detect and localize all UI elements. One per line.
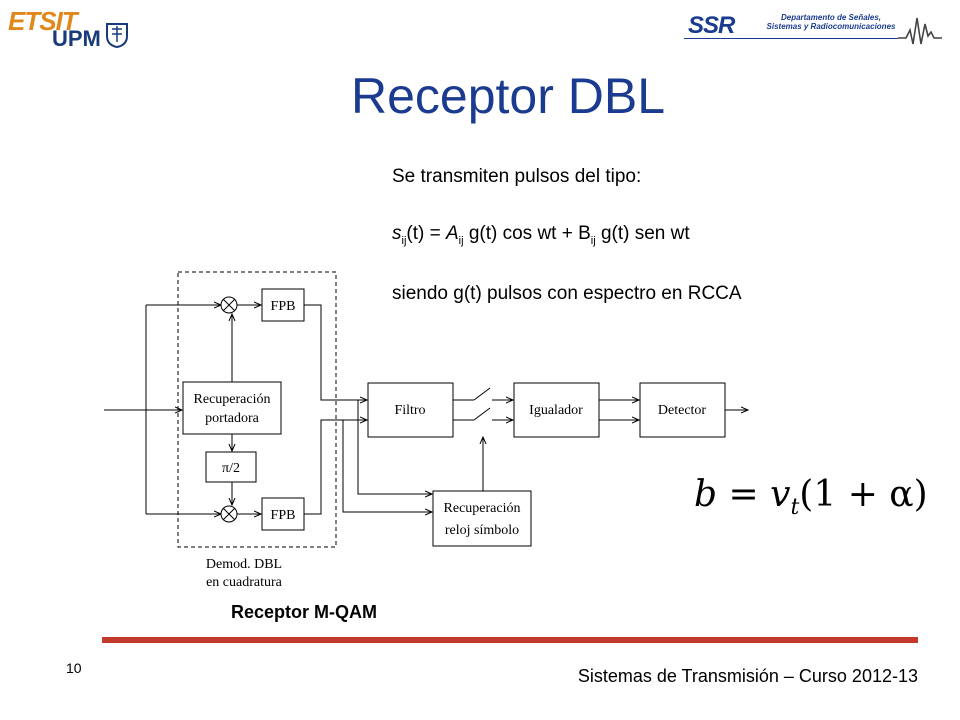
- fpb-top-to-filter: [304, 304, 367, 400]
- filter-to-clock-2: [342, 420, 432, 512]
- eq-equals: =: [717, 474, 771, 515]
- etsit-upm-logo: ETSIT UPM: [8, 6, 136, 51]
- department-name: Departamento de Señales, Sistemas y Radi…: [746, 13, 916, 31]
- formula-t: (t) =: [406, 223, 446, 244]
- signal-formula: sij(t) = Aij g(t) cos wt + Bij g(t) sen …: [392, 222, 690, 253]
- demod-label-2: en cuadratura: [206, 575, 283, 590]
- ssr-logo-rule: [684, 38, 898, 39]
- ssr-department-logo: SSR Departamento de Señales, Sistemas y …: [684, 8, 944, 48]
- formula-a-sub: ij: [458, 234, 464, 247]
- eq-rest: (1 + α): [799, 474, 928, 515]
- pi2-block: [205, 451, 257, 483]
- pulse-note: siendo g(t) pulsos con espectro en RCCA: [392, 283, 742, 304]
- eq-v-sub: t: [790, 495, 800, 521]
- formula-s-sub: ij: [401, 234, 407, 247]
- formula-g2: g(t) sen wt: [595, 223, 690, 244]
- fpb-top-block: [261, 288, 305, 322]
- detector-block: [639, 382, 726, 438]
- formula-s: s: [392, 223, 402, 244]
- equalizer-block: [513, 382, 600, 438]
- diagram-caption: Receptor M-QAM: [231, 602, 378, 622]
- carrier-recovery-block: [182, 381, 282, 435]
- department-line-2: Sistemas y Radiocomunicaciones: [766, 22, 896, 31]
- carrier-recovery-label-2: portadora: [205, 411, 259, 426]
- page-number: 10: [66, 660, 82, 676]
- etsit-logo-text: ETSIT: [8, 6, 78, 36]
- rolloff-equation: b = vt(1 + α): [694, 474, 928, 520]
- formula-g1: g(t) cos wt + B: [463, 223, 591, 244]
- clock-recovery-block: [432, 490, 532, 547]
- department-line-1: Departamento de Señales,: [780, 13, 882, 22]
- upm-crest-icon: [106, 23, 128, 48]
- eq-b: b: [694, 474, 718, 515]
- slide-title: Receptor DBL: [350, 68, 666, 124]
- ssr-logo-text: SSR: [688, 12, 735, 39]
- demod-label-1: Demod. DBL: [206, 557, 282, 572]
- upm-logo-text: UPM: [52, 26, 101, 51]
- detector-label: Detector: [658, 403, 707, 418]
- filter-to-clock-1: [357, 400, 432, 494]
- mixer-bottom: [220, 505, 238, 523]
- fpb-top-label: FPB: [271, 299, 296, 314]
- switch-bottom-blade: [473, 407, 491, 421]
- intro-text: Se transmiten pulsos del tipo:: [392, 166, 642, 187]
- fpb-bottom-label: FPB: [271, 508, 296, 523]
- carrier-recovery-label-1: Recuperación: [194, 392, 271, 407]
- clock-recovery-label-2: reloj símbolo: [445, 523, 519, 538]
- switch-top-blade: [473, 387, 491, 401]
- filter-block: [367, 382, 454, 438]
- mixer-top: [220, 296, 238, 314]
- equalizer-label: Igualador: [529, 403, 583, 418]
- pi2-label: π/2: [222, 461, 240, 476]
- formula-b-sub: ij: [590, 234, 596, 247]
- eq-v: v: [770, 474, 791, 515]
- signal-wave-icon: [898, 17, 942, 45]
- fpb-bottom-to-filter: [304, 420, 367, 515]
- clock-recovery-label-1: Recuperación: [444, 501, 521, 516]
- course-footer: Sistemas de Transmisión – Curso 2012-13: [577, 666, 918, 686]
- footer-rule: [102, 637, 918, 643]
- formula-a: A: [445, 223, 459, 244]
- filter-label: Filtro: [394, 403, 425, 418]
